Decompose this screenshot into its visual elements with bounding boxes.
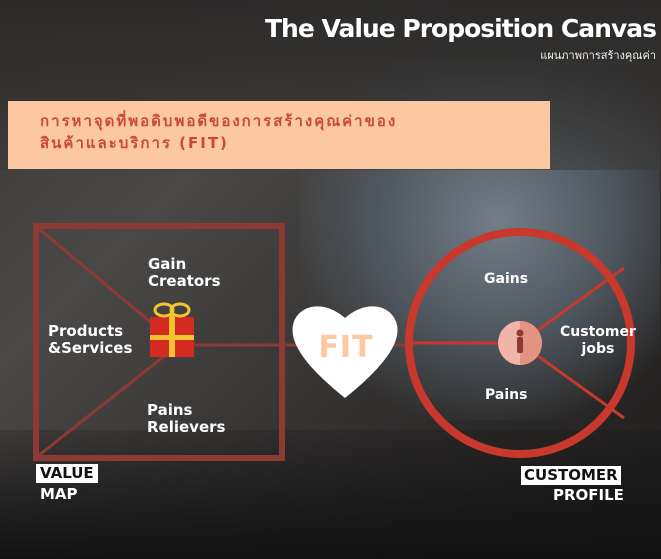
value-map-square bbox=[33, 223, 285, 461]
fit-label: FIT bbox=[318, 330, 374, 365]
fit-banner bbox=[8, 101, 550, 169]
value-map-diagonal-bottom bbox=[37, 348, 173, 458]
customer-jobs-label: Customer jobs bbox=[560, 324, 636, 358]
products-services-line2: &Services bbox=[48, 339, 133, 357]
products-services-line1: Products bbox=[48, 322, 124, 340]
gift-box-icon bbox=[150, 302, 194, 357]
fit-banner-text: การหาจุดที่พอดิบพอดีของการสร้างคุณค่าของ… bbox=[40, 110, 545, 154]
pain-relievers-label: Pains Relievers bbox=[147, 402, 225, 436]
customer-profile-circle bbox=[405, 228, 635, 458]
page-subtitle: แผนภาพการสร้างคุณค่า bbox=[540, 49, 656, 62]
customer-jobs-line1: Customer bbox=[560, 324, 636, 340]
page-title: The Value Proposition Canvas bbox=[265, 14, 657, 43]
person-icon bbox=[498, 321, 542, 365]
products-services-label: Products &Services bbox=[48, 323, 132, 357]
gain-creators-label: Gain Creators bbox=[148, 256, 221, 290]
pains-label: Pains bbox=[485, 387, 528, 403]
value-map-tag-line2: MAP bbox=[40, 485, 78, 503]
gain-creators-line1: Gain bbox=[148, 255, 187, 273]
pain-relievers-line1: Pains bbox=[147, 401, 193, 419]
customer-jobs-line2: jobs bbox=[581, 341, 615, 357]
customer-profile-tag: CUSTOMER bbox=[521, 466, 621, 485]
gains-label: Gains bbox=[484, 271, 529, 287]
fit-banner-line2: สินค้าและบริการ (FIT) bbox=[40, 134, 229, 152]
heart-icon bbox=[292, 306, 398, 398]
value-map-tag: VALUE bbox=[36, 464, 98, 483]
value-map-diagonal-top bbox=[37, 226, 173, 342]
gain-creators-line2: Creators bbox=[148, 272, 221, 290]
customer-profile-tag-line2: PROFILE bbox=[553, 486, 624, 504]
fit-banner-line1: การหาจุดที่พอดิบพอดีของการสร้างคุณค่าของ bbox=[40, 112, 398, 130]
pain-relievers-line2: Relievers bbox=[147, 418, 226, 436]
